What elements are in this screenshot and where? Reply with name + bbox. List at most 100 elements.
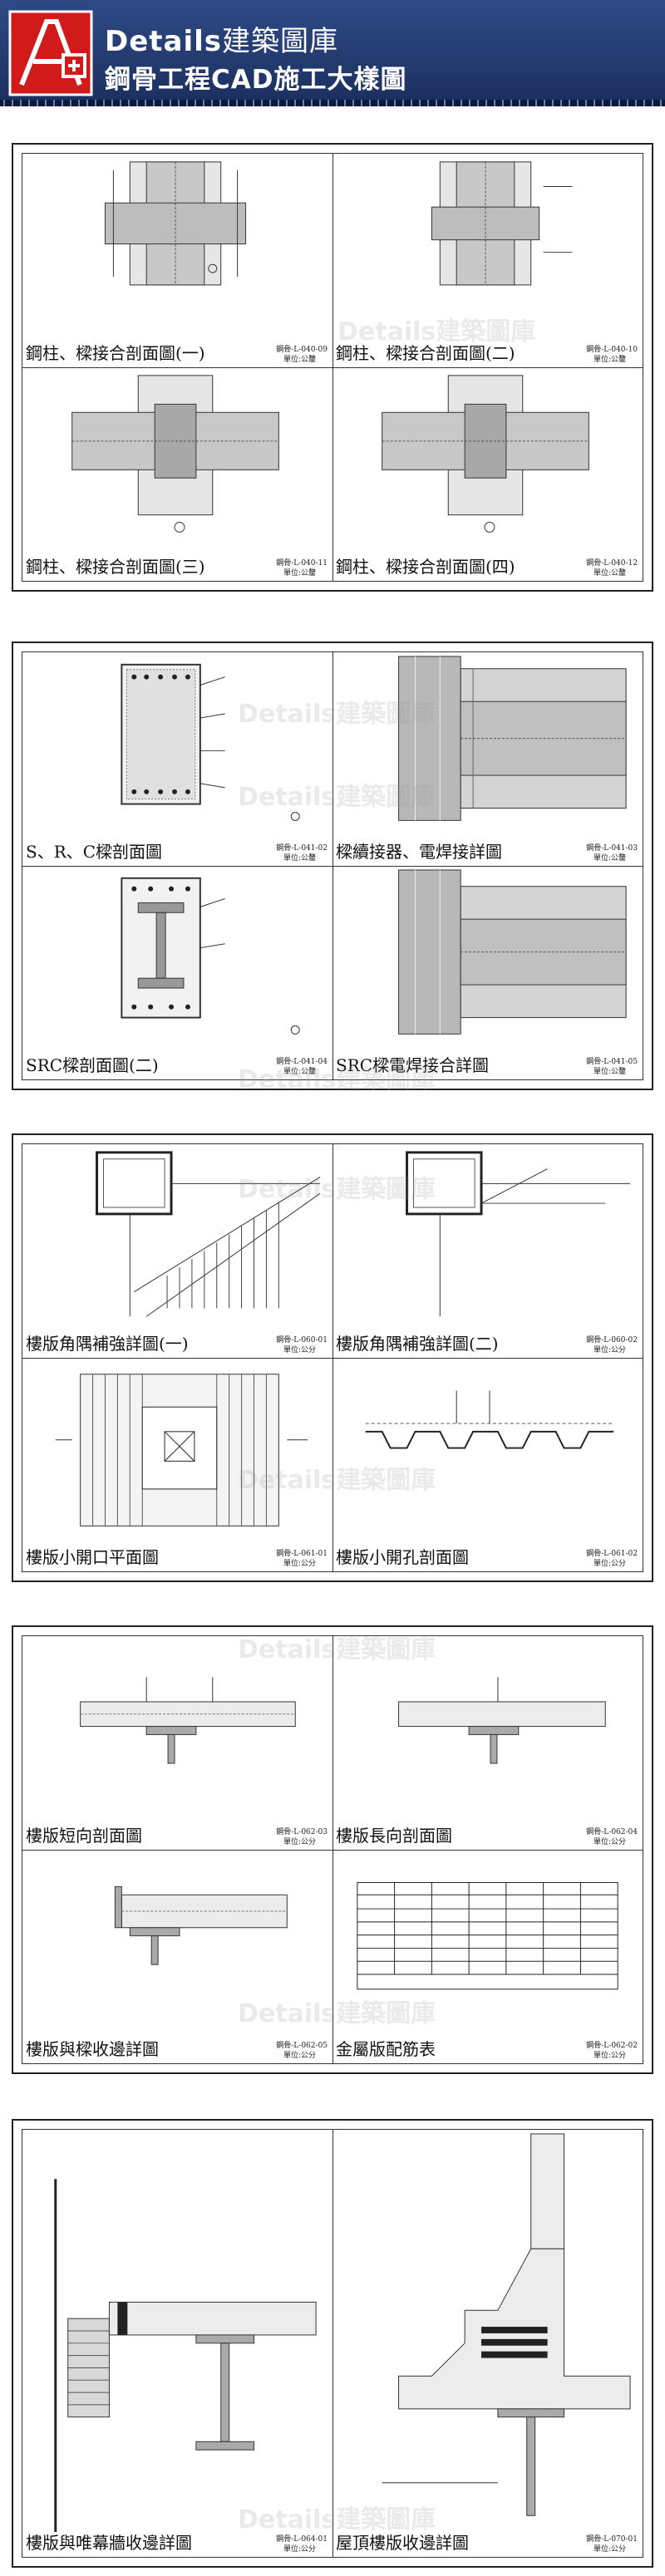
drawing-cell[interactable]: 樓版小開孔剖面圖 鋼骨-L-061-02 單位:公分 xyxy=(332,1358,643,1571)
drawing-sheet-1: 鋼柱、樑接合剖面圖(一) 鋼骨-L-040-09 單位:公釐 鋼柱、樑接合剖面圖… xyxy=(12,143,653,592)
drawing-code: 鋼骨-L-062-02 xyxy=(586,2042,638,2050)
drawing-cell[interactable]: 樓版與樑收邊詳圖 鋼骨-L-062-05 單位:公分 xyxy=(22,1850,332,2063)
drawing-cell[interactable]: 金屬版配筋表 鋼骨-L-062-02 單位:公分 xyxy=(332,1850,643,2063)
slab-short-section-drawing xyxy=(80,1677,296,1764)
page-title: 鋼骨工程CAD施工大樣圖 xyxy=(105,65,407,95)
drawing-caption: 樓版小開孔剖面圖 xyxy=(336,1547,469,1567)
drawing-code: 鋼骨-L-040-11 xyxy=(276,559,328,568)
drawing-cell[interactable]: S、R、C樑剖面圖 鋼骨-L-041-02 單位:公釐 xyxy=(22,652,332,866)
drawing-cell[interactable]: 樓版與唯幕牆收邊詳圖 鋼骨-L-064-01 單位:公分 xyxy=(22,2130,332,2557)
drawing-code: 鋼骨-L-064-01 xyxy=(276,2535,328,2544)
drawing-unit: 單位:公釐 xyxy=(593,356,626,364)
drawing-unit: 單位:公釐 xyxy=(593,854,626,863)
drawing-code: 鋼骨-L-070-01 xyxy=(586,2535,638,2544)
drawing-code: 鋼骨-L-060-01 xyxy=(276,1336,328,1345)
column-beam-section-drawing xyxy=(104,161,247,286)
drawing-cell[interactable]: 樓版長向剖面圖 鋼骨-L-062-04 單位:公分 xyxy=(332,1636,643,1850)
src-beam-section-drawing xyxy=(121,877,300,1035)
drawing-cell[interactable]: 樓版小開口平面圖 鋼骨-L-061-01 單位:公分 xyxy=(22,1358,332,1571)
drawing-cell[interactable]: 樓版角隅補強詳圖(一) 鋼骨-L-060-01 單位:公分 xyxy=(22,1144,332,1358)
drawing-code: 鋼骨-L-040-12 xyxy=(586,559,638,568)
roof-slab-edge-drawing xyxy=(382,2133,631,2516)
drawing-cell[interactable]: 樓版角隅補強詳圖(二) 鋼骨-L-060-02 單位:公分 xyxy=(332,1144,643,1358)
drawing-unit: 單位:公釐 xyxy=(283,356,316,364)
column-beam-section-drawing xyxy=(71,375,279,533)
drawing-sheet-5: 樓版與唯幕牆收邊詳圖 鋼骨-L-064-01 單位:公分 屋頂樓版收邊詳圖 鋼骨… xyxy=(12,2119,653,2568)
drawing-caption: SRC樑電焊接合詳圖 xyxy=(336,1055,490,1075)
drawing-sheet-3: 樓版角隅補強詳圖(一) 鋼骨-L-060-01 單位:公分 樓版角隅補強詳圖(二… xyxy=(12,1133,653,1582)
drawing-caption: 鋼柱、樑接合剖面圖(四) xyxy=(336,557,515,577)
drawing-unit: 單位:公分 xyxy=(283,1346,316,1354)
drawing-unit: 單位:公分 xyxy=(283,1560,316,1568)
drawing-cell[interactable]: 屋頂樓版收邊詳圖 鋼骨-L-070-01 單位:公分 xyxy=(332,2130,643,2557)
drawing-unit: 單位:公分 xyxy=(593,1560,626,1568)
slab-corner-reinforcement-drawing xyxy=(406,1151,631,1317)
drawing-cell[interactable]: 樑續接器、電焊接詳圖 鋼骨-L-041-03 單位:公釐 xyxy=(332,652,643,866)
drawing-cell[interactable]: 鋼柱、樑接合剖面圖(三) 鋼骨-L-040-11 單位:公釐 xyxy=(22,367,332,581)
drawing-cell[interactable]: 鋼柱、樑接合剖面圖(二) 鋼骨-L-040-10 單位:公釐 xyxy=(332,154,643,367)
slab-beam-edge-drawing xyxy=(114,1885,288,1965)
drawing-caption: 樓版與唯幕牆收邊詳圖 xyxy=(26,2533,192,2553)
header-stripe xyxy=(0,100,665,106)
drawing-unit: 單位:公釐 xyxy=(593,1068,626,1076)
drawing-code: 鋼骨-L-062-04 xyxy=(586,1828,638,1836)
drawing-cell[interactable]: SRC樑電焊接合詳圖 鋼骨-L-041-05 單位:公釐 xyxy=(332,866,643,1079)
drawing-code: 鋼骨-L-041-02 xyxy=(276,844,328,853)
brand-name: Details xyxy=(105,25,223,58)
drawing-code: 鋼骨-L-040-10 xyxy=(586,346,638,354)
drawing-sheet-2: S、R、C樑剖面圖 鋼骨-L-041-02 單位:公釐 樑續接器、電焊接詳圖 鋼… xyxy=(12,642,653,1094)
drawing-caption: 樓版短向剖面圖 xyxy=(26,1826,142,1846)
beam-section-drawing xyxy=(121,663,300,821)
column-beam-section-drawing xyxy=(431,161,573,286)
drawing-code: 鋼骨-L-041-03 xyxy=(586,844,638,853)
drawing-caption: 屋頂樓版收邊詳圖 xyxy=(336,2533,469,2553)
drawing-caption: 樓版角隅補強詳圖(一) xyxy=(26,1334,189,1354)
slab-opening-section-drawing xyxy=(365,1390,614,1449)
drawing-caption: 樓版長向剖面圖 xyxy=(336,1826,452,1846)
drawing-unit: 單位:公釐 xyxy=(283,854,316,863)
drawing-cell[interactable]: SRC樑剖面圖(二) 鋼骨-L-041-04 單位:公釐 xyxy=(22,866,332,1079)
drawing-unit: 單位:公釐 xyxy=(283,1068,316,1076)
drawing-caption: 鋼柱、樑接合剖面圖(三) xyxy=(26,557,205,577)
brand-subtitle: 建築圖庫 xyxy=(222,25,339,58)
drawing-caption: SRC樑剖面圖(二) xyxy=(26,1055,159,1075)
drawing-cell[interactable]: 鋼柱、樑接合剖面圖(四) 鋼骨-L-040-12 單位:公釐 xyxy=(332,367,643,581)
drawing-code: 鋼骨-L-040-09 xyxy=(276,346,328,354)
drawing-unit: 單位:公分 xyxy=(593,1346,626,1354)
drawing-caption: 樑續接器、電焊接詳圖 xyxy=(336,842,502,862)
drawing-caption: S、R、C樑剖面圖 xyxy=(26,842,163,862)
slab-opening-plan-drawing xyxy=(55,1374,308,1526)
drawing-caption: 樓版小開口平面圖 xyxy=(26,1547,159,1567)
metal-deck-rebar-table xyxy=(357,1881,618,1990)
drawing-unit: 單位:公分 xyxy=(593,2545,626,2554)
column-beam-section-drawing xyxy=(382,375,589,533)
drawing-cell[interactable]: 樓版短向剖面圖 鋼骨-L-062-03 單位:公分 xyxy=(22,1636,332,1850)
drawing-cell[interactable]: 鋼柱、樑接合剖面圖(一) 鋼骨-L-040-09 單位:公釐 xyxy=(22,154,332,367)
slab-corner-reinforcement-drawing xyxy=(96,1151,321,1317)
drawing-caption: 樓版角隅補強詳圖(二) xyxy=(336,1334,499,1354)
curtain-wall-slab-edge-drawing xyxy=(54,2179,317,2532)
drawing-code: 鋼骨-L-041-04 xyxy=(276,1058,328,1066)
drawing-unit: 單位:公釐 xyxy=(593,569,626,578)
drawing-code: 鋼骨-L-061-02 xyxy=(586,1550,638,1558)
drawing-caption: 金屬版配筋表 xyxy=(336,2039,436,2059)
drawing-code: 鋼骨-L-060-02 xyxy=(586,1336,638,1345)
drawing-code: 鋼骨-L-062-05 xyxy=(276,2042,328,2050)
drawing-unit: 單位:公分 xyxy=(593,1838,626,1846)
drawing-code: 鋼骨-L-061-01 xyxy=(276,1550,328,1558)
slab-long-section-drawing xyxy=(398,1677,606,1764)
brand-line: Details建築圖庫 xyxy=(105,18,338,59)
drawing-unit: 單位:公分 xyxy=(283,1838,316,1846)
src-beam-weld-drawing xyxy=(398,869,627,1035)
drawing-unit: 單位:公分 xyxy=(593,2052,626,2060)
drawing-sheet-4: 樓版短向剖面圖 鋼骨-L-062-03 單位:公分 樓版長向剖面圖 鋼骨-L-0… xyxy=(12,1625,653,2074)
drawing-caption: 樓版與樑收邊詳圖 xyxy=(26,2039,159,2059)
drawing-caption: 鋼柱、樑接合剖面圖(二) xyxy=(336,343,515,363)
drawing-unit: 單位:公釐 xyxy=(283,569,316,578)
drawing-code: 鋼骨-L-062-03 xyxy=(276,1828,328,1836)
header-banner: Details建築圖庫 鋼骨工程CAD施工大樣圖 xyxy=(0,0,665,106)
beam-splice-drawing xyxy=(398,656,627,821)
drawing-unit: 單位:公分 xyxy=(283,2545,316,2554)
logo-icon xyxy=(8,10,93,96)
drawing-code: 鋼骨-L-041-05 xyxy=(586,1058,638,1066)
